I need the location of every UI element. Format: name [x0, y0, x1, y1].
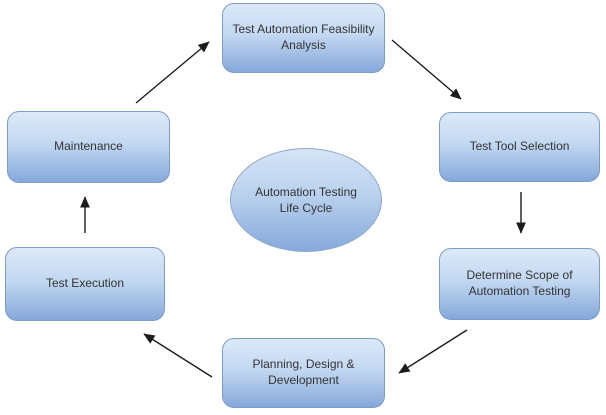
node-test-execution: Test Execution — [5, 247, 165, 321]
arrow-feasibility-to-tool-selection — [391, 39, 462, 100]
node-maintenance: Maintenance — [7, 111, 170, 183]
arrow-maintenance-to-feasibility — [135, 41, 210, 104]
diagram-title: Automation Testing Life Cycle — [255, 184, 357, 215]
node-label: Planning, Design & Development — [252, 357, 355, 387]
node-determine-scope-of-automation-testing: Determine Scope of Automation Testing — [439, 248, 600, 320]
node-label: Test Tool Selection — [469, 139, 570, 154]
node-test-tool-selection: Test Tool Selection — [439, 112, 600, 182]
node-label: Test Execution — [45, 276, 125, 291]
node-label: Test Automation Feasibility Analysis — [232, 22, 375, 52]
node-label: Determine Scope of Automation Testing — [466, 268, 573, 298]
node-test-automation-feasibility-analysis: Test Automation Feasibility Analysis — [222, 3, 385, 73]
node-planning-design-and-development: Planning, Design & Development — [222, 338, 385, 408]
center-ellipse-automation-testing-life-cycle: Automation Testing Life Cycle — [230, 148, 382, 252]
arrow-planning-to-execution — [143, 333, 213, 378]
node-label: Maintenance — [54, 139, 123, 154]
arrow-scope-to-planning — [398, 329, 468, 374]
